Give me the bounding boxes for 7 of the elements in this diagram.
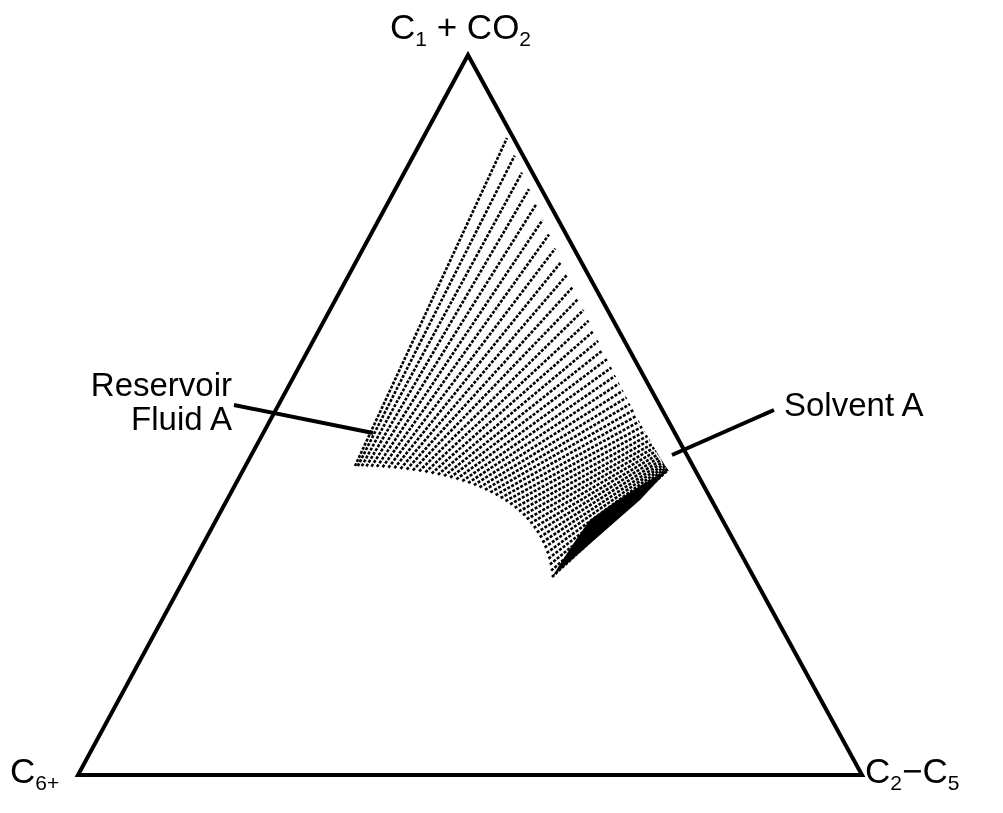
vertex-label: C$_{2}$−C$_{5}$	[865, 752, 960, 790]
vertex-label: C$_{1}$ + CO$_{2}$	[390, 8, 532, 46]
callout-label: Reservoir Fluid A	[60, 368, 232, 436]
leader-line	[671, 408, 775, 457]
callout-label: Solvent A	[784, 388, 974, 422]
vertex-label: C$_{6+}$	[10, 752, 60, 790]
leader-line	[233, 403, 374, 435]
